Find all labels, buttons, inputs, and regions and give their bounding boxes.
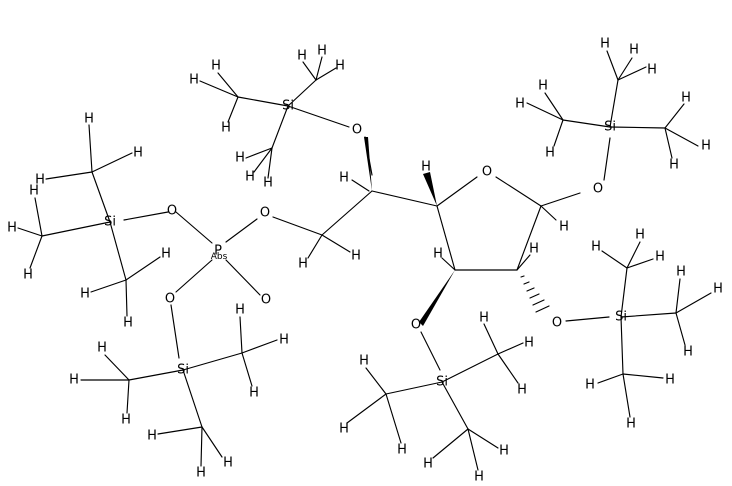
atom-o: O xyxy=(261,293,271,308)
atom-o: O xyxy=(165,292,175,307)
atom-h: H xyxy=(351,249,361,264)
atom-h: H xyxy=(515,97,525,112)
atom-h: H xyxy=(600,37,610,52)
atom-h: H xyxy=(297,49,307,64)
atom-h: H xyxy=(669,158,679,173)
atom-h: H xyxy=(591,240,601,255)
atom-h: H xyxy=(499,444,509,459)
atom-h: H xyxy=(479,311,489,326)
bonds xyxy=(17,50,712,471)
atom-h: H xyxy=(84,112,94,127)
atom-h: H xyxy=(397,443,407,458)
atom-h: H xyxy=(35,173,45,188)
atom-h: H xyxy=(29,184,39,199)
atom-si: Si xyxy=(104,215,116,230)
atom-h: H xyxy=(665,373,675,388)
atom-o: O xyxy=(552,316,562,331)
atom-h: H xyxy=(559,220,569,235)
atom-h: H xyxy=(298,257,308,272)
atom-h: H xyxy=(626,417,636,432)
atom-o: O xyxy=(352,123,362,138)
absolute-stereo-label: Abs xyxy=(211,252,228,262)
atom-o: O xyxy=(411,318,421,333)
atom-si: Si xyxy=(436,375,448,390)
atom-h: H xyxy=(133,146,143,161)
atom-h: H xyxy=(80,287,90,302)
atom-h: H xyxy=(235,151,245,166)
atom-h: H xyxy=(7,221,17,236)
atom-h: H xyxy=(585,378,595,393)
atom-si: Si xyxy=(604,120,616,135)
atom-p: P xyxy=(214,244,222,259)
atom-o: O xyxy=(260,206,270,221)
atom-h: H xyxy=(161,247,171,262)
atom-h: H xyxy=(123,316,133,331)
atom-h: H xyxy=(529,242,539,257)
atom-o: O xyxy=(167,204,177,219)
atom-h: H xyxy=(339,171,349,186)
atom-si: Si xyxy=(177,363,189,378)
atom-o: O xyxy=(482,165,492,180)
atom-si: Si xyxy=(282,99,294,114)
atom-h: H xyxy=(683,345,693,360)
wedge-bond-c5-o xyxy=(364,137,372,191)
atom-h: H xyxy=(635,228,645,243)
atom-h: H xyxy=(121,413,131,428)
atom-h: H xyxy=(189,73,199,88)
atom-h: H xyxy=(223,456,233,471)
atom-h: H xyxy=(263,176,273,191)
atom-h: H xyxy=(196,466,206,481)
atom-h: H xyxy=(647,63,657,78)
wedge-bond-c4-h xyxy=(423,172,437,206)
atom-h: H xyxy=(713,282,723,297)
atom-h: H xyxy=(249,386,259,401)
atom-h: H xyxy=(339,422,349,437)
atom-h: H xyxy=(335,59,345,74)
atom-h: H xyxy=(97,341,107,356)
atom-h: H xyxy=(545,146,555,161)
atom-h: H xyxy=(317,44,327,59)
atom-h: H xyxy=(701,139,711,154)
atom-h: H xyxy=(211,59,221,74)
atom-h: H xyxy=(655,250,665,265)
hash-bond-c2-o xyxy=(520,275,550,313)
atom-h: H xyxy=(235,303,245,318)
atom-h: H xyxy=(676,265,686,280)
atom-h: H xyxy=(474,470,484,485)
atom-h: H xyxy=(524,336,534,351)
atom-h: H xyxy=(629,43,639,58)
atom-h: H xyxy=(421,160,431,175)
atom-h: H xyxy=(538,79,548,94)
atom-h: H xyxy=(69,373,79,388)
atom-h: H xyxy=(245,170,255,185)
atom-si: Si xyxy=(615,310,627,325)
atom-h: H xyxy=(147,429,157,444)
atom-o: O xyxy=(593,182,603,197)
atom-h: H xyxy=(221,121,231,136)
atom-labels: Si O H H H H H H H H H H H O H O H H H H… xyxy=(7,37,723,485)
atom-h: H xyxy=(279,333,289,348)
stereo-wedges xyxy=(364,137,550,326)
atom-h: H xyxy=(23,268,33,283)
wedge-bond-c3-o xyxy=(419,270,455,326)
atom-h: H xyxy=(359,354,369,369)
atom-h: H xyxy=(681,91,691,106)
atom-h: H xyxy=(433,247,443,262)
atom-h: H xyxy=(423,457,433,472)
atom-h: H xyxy=(517,383,527,398)
